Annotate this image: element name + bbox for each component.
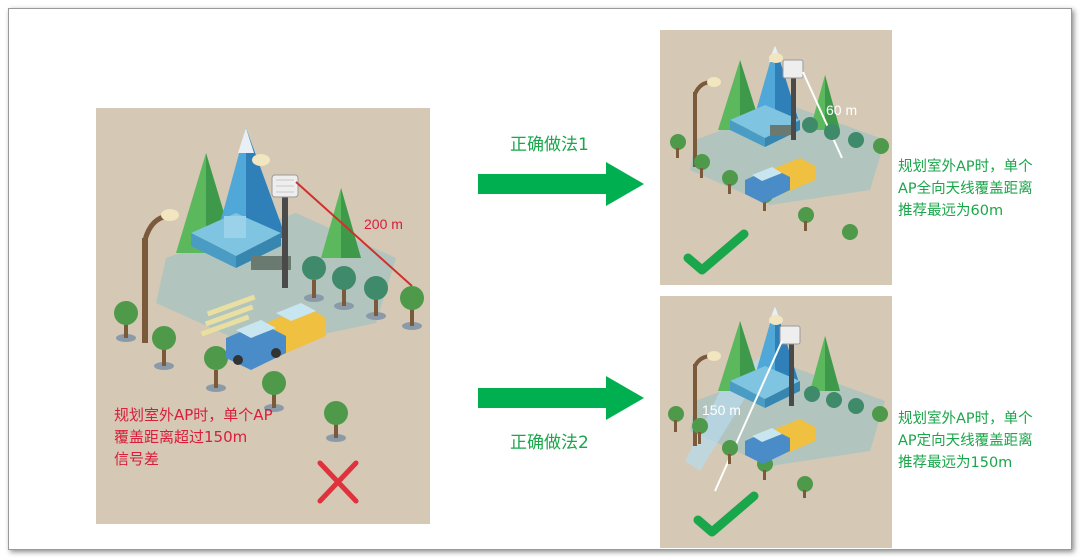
scene-wrong-example: 200 m 规划室外AP时，单个AP 覆盖距离超过150m 信号差 bbox=[96, 108, 430, 524]
coverage-distance-label: 60 m bbox=[826, 102, 858, 118]
park-illustration bbox=[668, 306, 888, 537]
park-illustration bbox=[114, 128, 424, 504]
cross-icon bbox=[317, 460, 359, 504]
scene-correct-option1: 60 m bbox=[660, 30, 892, 285]
option1-label: 正确做法1 bbox=[510, 135, 589, 155]
coverage-distance-label: 150 m bbox=[702, 402, 741, 418]
option1-description: 规划室外AP时，单个 AP全向天线覆盖距离 推荐最远为60m bbox=[898, 159, 1033, 219]
scene-correct-option2: 150 m bbox=[660, 296, 892, 548]
wrong-description: 规划室外AP时，单个AP 覆盖距离超过150m 信号差 bbox=[114, 406, 273, 468]
check-icon bbox=[683, 229, 749, 275]
arrow-right-icon bbox=[478, 162, 644, 206]
option2-label: 正确做法2 bbox=[510, 433, 589, 453]
check-icon bbox=[693, 491, 759, 537]
coverage-distance-label: 200 m bbox=[364, 216, 403, 232]
park-illustration bbox=[670, 45, 889, 275]
arrow-right-icon bbox=[478, 376, 644, 420]
option2-description: 规划室外AP时，单个 AP定向天线覆盖距离 推荐最远为150m bbox=[898, 411, 1033, 471]
